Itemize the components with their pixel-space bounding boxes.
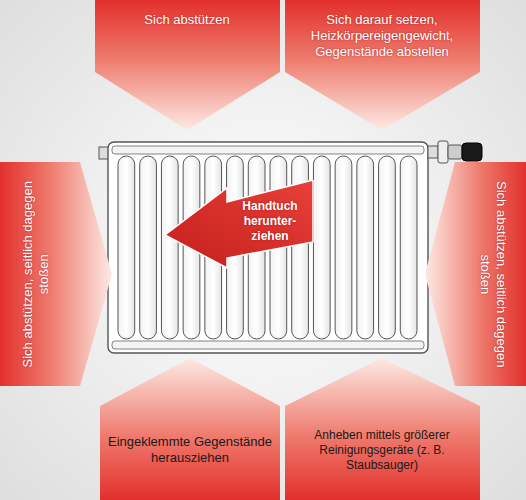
force-arrow-panel: Eingeklemmte Gegenstände herausziehen <box>100 358 280 500</box>
radiator <box>99 141 482 353</box>
panel-text: Handtuch herunter- ziehen <box>230 199 310 244</box>
arrow-shape <box>0 162 112 386</box>
arrow-shape <box>425 162 526 386</box>
panel-text: Sich abstützen <box>102 12 272 28</box>
arrow-callout: Handtuch herunter- ziehen <box>165 180 315 270</box>
panel-text: Anheben mittels größerer Reinigungsgerät… <box>295 428 470 473</box>
panel-text: Sich abstützen, seitlich dagegen stoßen <box>20 174 53 374</box>
force-arrow-panel: Sich darauf setzen, Heizkörpereigengewic… <box>285 0 480 130</box>
force-arrow-panel: Sich abstützen <box>95 0 280 130</box>
force-arrow-panel: Sich abstützen, seitlich dagegen stoßen <box>425 162 526 386</box>
panel-text: Sich darauf setzen, Heizkörpereigengewic… <box>290 12 475 61</box>
force-arrow-panel: Sich abstützen, seitlich dagegen stoßen <box>0 162 112 386</box>
force-arrow-panel: Anheben mittels größerer Reinigungsgerät… <box>285 358 480 500</box>
panel-text: Sich abstützen, seitlich dagegen stoßen <box>477 174 510 374</box>
panel-text: Eingeklemmte Gegenstände herausziehen <box>108 434 273 467</box>
arrow-shape <box>100 358 280 500</box>
